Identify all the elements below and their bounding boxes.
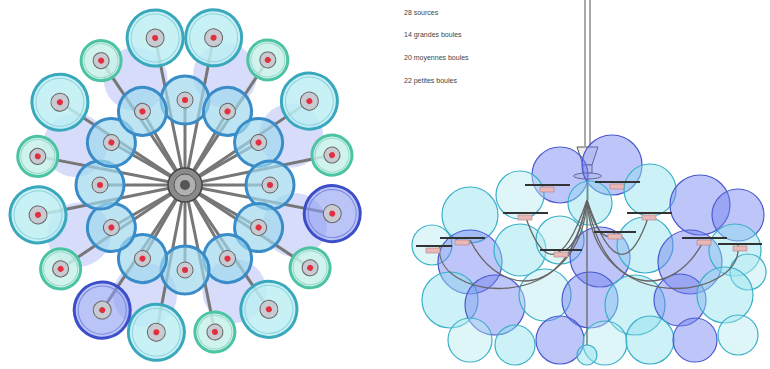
glass-spheres [412,135,766,365]
lamp-shades [416,182,762,257]
count-label: 28 sources [404,8,438,17]
top-view [5,5,365,365]
inner-lamps [76,76,294,294]
central-hub [168,168,202,202]
count-label: 22 petites boules [404,76,457,85]
count-label: 14 grandes boules [404,30,462,39]
curved-arms [440,200,739,345]
count-label: 20 moyennes boules [404,53,469,62]
outer-lamps [5,5,365,365]
